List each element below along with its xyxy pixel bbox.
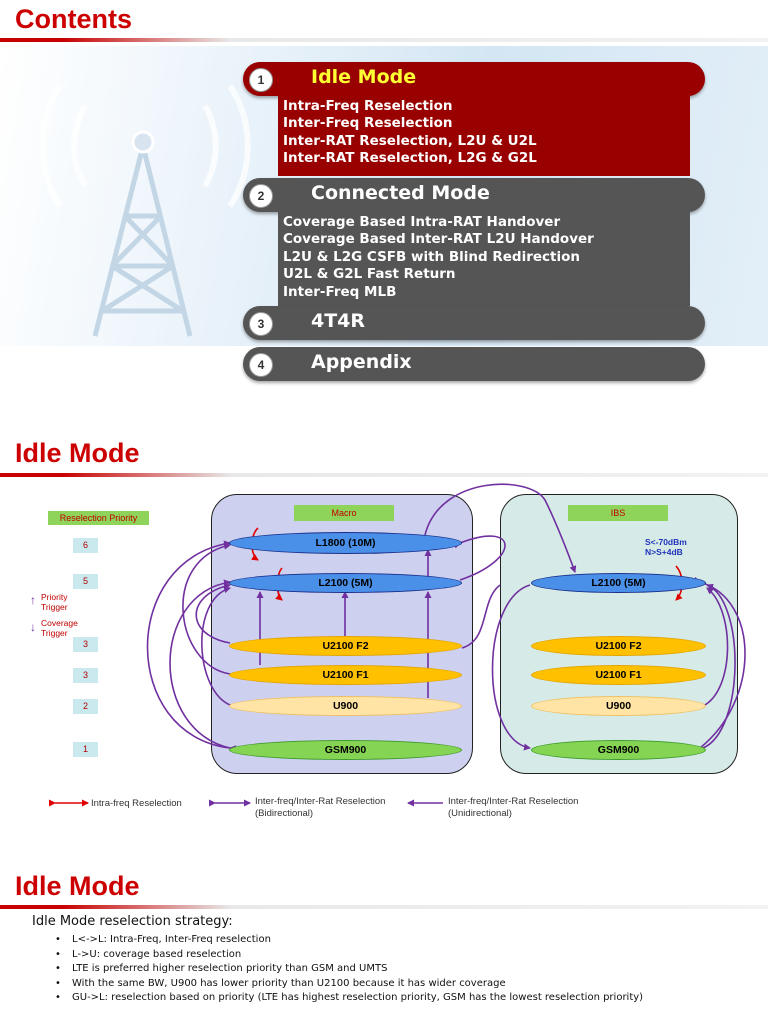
legend-intra-label: Intra-freq Reselection bbox=[91, 798, 182, 809]
priority-trigger-label: Priority Trigger bbox=[41, 592, 68, 612]
toc-number-badge: 1 bbox=[249, 68, 273, 92]
coverage-trigger-arrow: ↓ bbox=[30, 620, 36, 634]
toc-number-badge: 2 bbox=[249, 184, 273, 208]
strategy-bullet-list: L<->L: Intra-Freq, Inter-Freq reselectio… bbox=[55, 933, 643, 1006]
legend-uni-label-1: Inter-freq/Inter-Rat Reselection bbox=[448, 796, 579, 807]
ibs-label: IBS bbox=[568, 505, 668, 521]
toc-subitem: Coverage Based Inter-RAT L2U Handover bbox=[283, 231, 594, 248]
toc-subitem: Inter-RAT Reselection, L2U & U2L bbox=[283, 132, 537, 149]
legend-uni-label-2: (Unidirectional) bbox=[448, 808, 512, 819]
toc-subitem: Inter-Freq MLB bbox=[283, 283, 397, 300]
legend-bi-label-1: Inter-freq/Inter-Rat Reselection bbox=[255, 796, 386, 807]
toc-subitem: Intra-Freq Reselection bbox=[283, 98, 453, 114]
toc-label: Idle Mode bbox=[311, 66, 417, 88]
hero-banner: 1 Idle Mode Intra-Freq Reselection Inter… bbox=[0, 46, 768, 346]
toc-item-idle-mode[interactable]: 1 Idle Mode bbox=[243, 62, 705, 96]
toc-label: Connected Mode bbox=[311, 182, 490, 204]
priority-2: 2 bbox=[73, 699, 98, 714]
title-rule bbox=[0, 38, 768, 42]
toc-subitem: Inter-Freq Reselection bbox=[283, 115, 453, 132]
macro-u2100f1-oval[interactable]: U2100 F1 bbox=[229, 665, 462, 685]
strategy-bullet: L<->L: Intra-Freq, Inter-Freq reselectio… bbox=[55, 933, 643, 948]
toc-subitem: U2L & G2L Fast Return bbox=[283, 266, 456, 283]
contents-title: Contents bbox=[15, 4, 132, 34]
toc-label: Appendix bbox=[311, 351, 412, 373]
toc-item-4t4r[interactable]: 3 4T4R bbox=[243, 306, 705, 340]
title-rule bbox=[0, 473, 768, 477]
ibs-gsm900-oval[interactable]: GSM900 bbox=[531, 740, 706, 760]
priority-5: 5 bbox=[73, 574, 98, 589]
ibs-threshold-2: N>S+4dB bbox=[645, 547, 683, 557]
idle-mode-title: Idle Mode bbox=[15, 438, 140, 468]
strategy-bullet: With the same BW, U900 has lower priorit… bbox=[55, 977, 643, 992]
ibs-u2100f2-oval[interactable]: U2100 F2 bbox=[531, 636, 706, 656]
priority-3a: 3 bbox=[73, 637, 98, 652]
toc-panel-idle-mode: Intra-Freq Reselection Inter-Freq Resele… bbox=[278, 96, 690, 176]
priority-header: Reselection Priority bbox=[48, 511, 149, 525]
legend-bi-label-2: (Bidirectional) bbox=[255, 808, 314, 819]
coverage-trigger-label: Coverage Trigger bbox=[41, 618, 78, 638]
idle-mode-strategy-title: Idle Mode bbox=[15, 871, 140, 901]
toc-subitem: Inter-RAT Reselection, L2G & G2L bbox=[283, 150, 537, 167]
ibs-u2100f1-oval[interactable]: U2100 F1 bbox=[531, 665, 706, 685]
toc-number-badge: 4 bbox=[249, 353, 273, 377]
macro-l2100-oval[interactable]: L2100 (5M) bbox=[229, 573, 462, 593]
priority-1: 1 bbox=[73, 742, 98, 757]
ibs-u900-oval[interactable]: U900 bbox=[531, 696, 706, 716]
macro-l1800-oval[interactable]: L1800 (10M) bbox=[229, 532, 462, 554]
strategy-bullet: LTE is preferred higher reselection prio… bbox=[55, 962, 643, 977]
priority-6: 6 bbox=[73, 538, 98, 553]
tower-icon bbox=[39, 84, 251, 337]
priority-trigger-arrow: ↑ bbox=[30, 593, 36, 607]
ibs-threshold-1: S<-70dBm bbox=[645, 537, 687, 547]
toc-panel-connected-mode: Coverage Based Intra-RAT Handover Covera… bbox=[278, 212, 690, 306]
toc-item-connected-mode[interactable]: 2 Connected Mode bbox=[243, 178, 705, 212]
macro-gsm900-oval[interactable]: GSM900 bbox=[229, 740, 462, 760]
ibs-box bbox=[500, 494, 738, 774]
toc-item-appendix[interactable]: 4 Appendix bbox=[243, 347, 705, 381]
toc-label: 4T4R bbox=[311, 310, 366, 332]
toc-subitem: L2U & L2G CSFB with Blind Redirection bbox=[283, 248, 581, 265]
macro-u900-oval[interactable]: U900 bbox=[229, 696, 462, 716]
strategy-subtitle: Idle Mode reselection strategy: bbox=[32, 914, 233, 929]
macro-u2100f2-oval[interactable]: U2100 F2 bbox=[229, 636, 462, 656]
priority-3b: 3 bbox=[73, 668, 98, 683]
strategy-bullet: GU->L: reselection based on priority (LT… bbox=[55, 991, 643, 1006]
strategy-bullet: L->U: coverage based reselection bbox=[55, 948, 643, 963]
toc-subitem: Coverage Based Intra-RAT Handover bbox=[283, 214, 561, 230]
toc-number-badge: 3 bbox=[249, 312, 273, 336]
macro-label: Macro bbox=[294, 505, 394, 521]
ibs-l2100-oval[interactable]: L2100 (5M) bbox=[531, 573, 706, 593]
title-rule bbox=[0, 905, 768, 909]
